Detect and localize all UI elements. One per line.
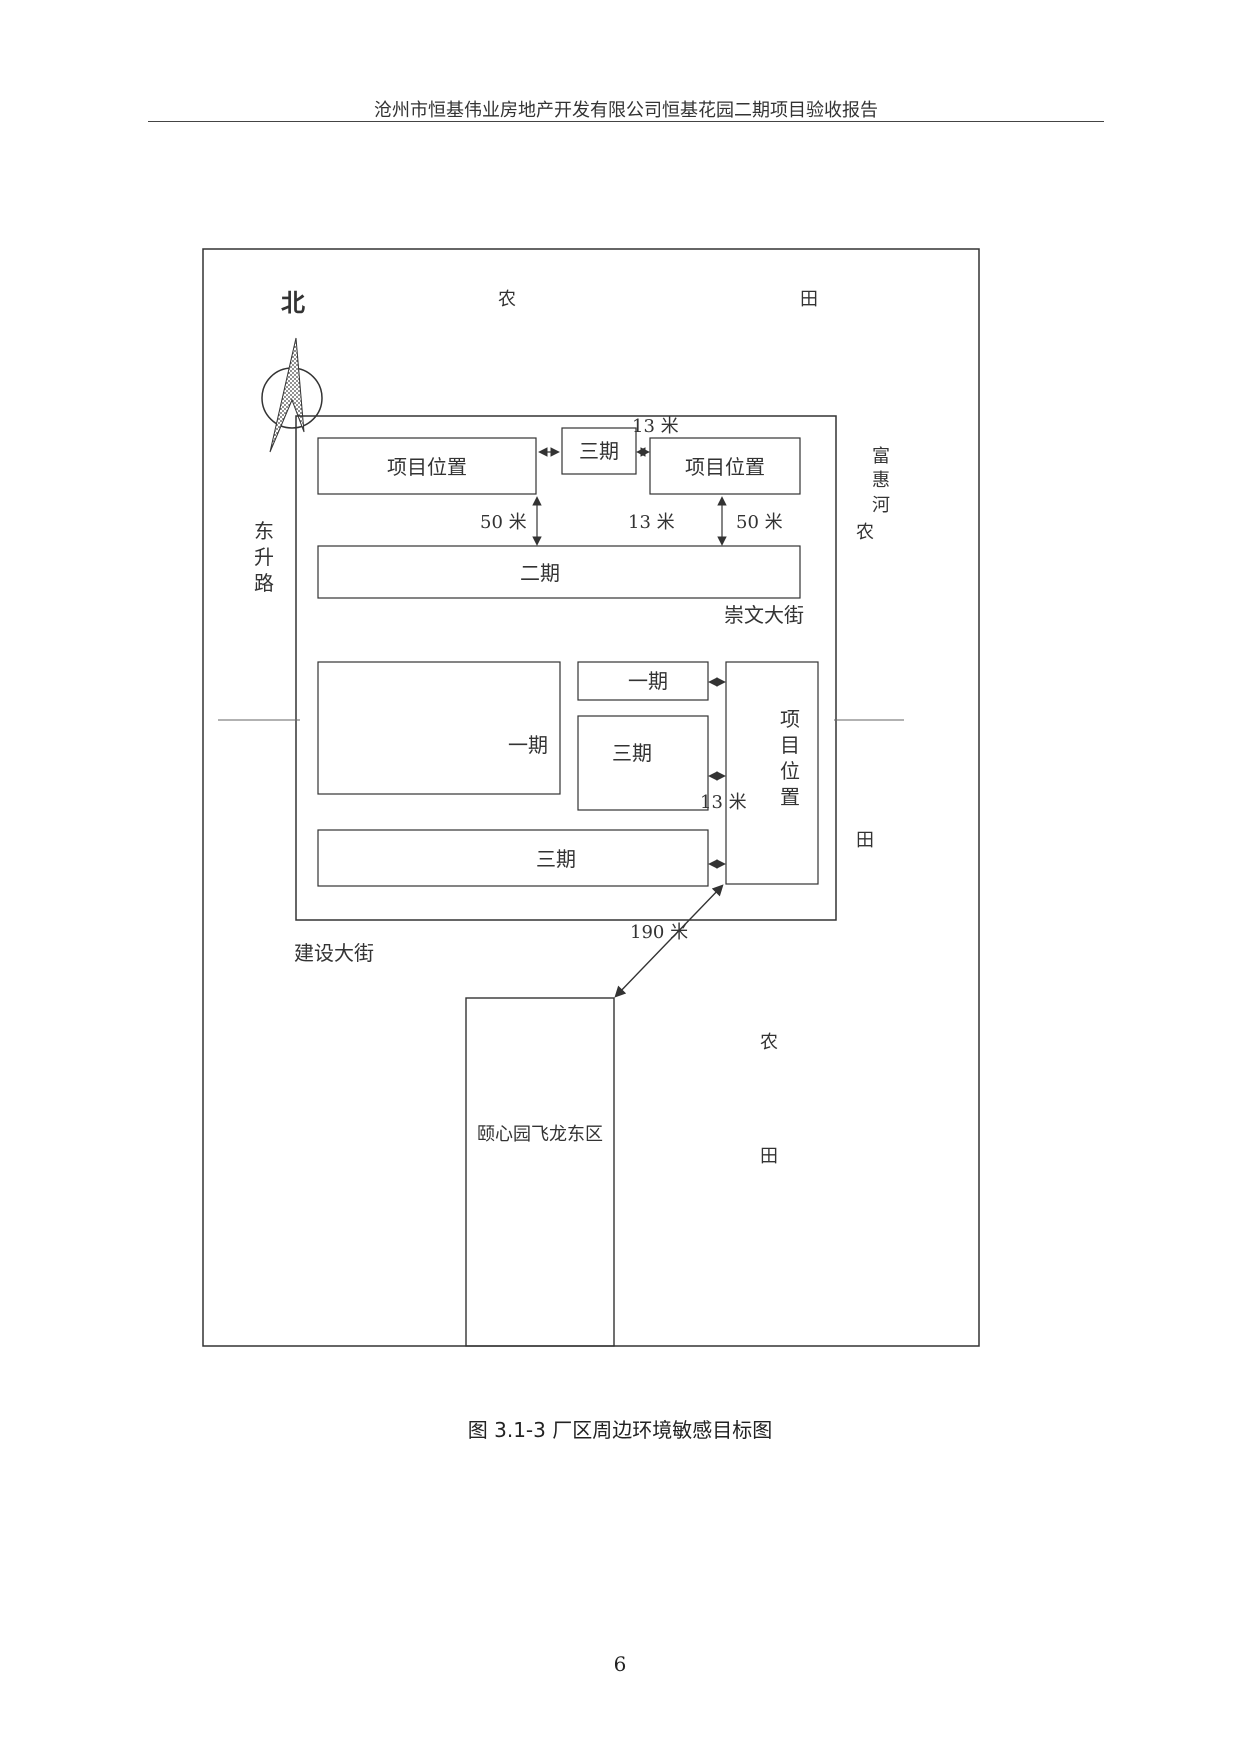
river-label-1: 富 [872, 446, 890, 467]
farmland-bottom-1: 农 [760, 1032, 778, 1053]
street-south-label: 建设大街 [294, 941, 374, 965]
phase3-small-label: 三期 [579, 439, 619, 463]
phase3-mid-label: 三期 [612, 741, 652, 765]
header-rule [148, 121, 1104, 122]
road-west-1: 东 [254, 519, 274, 543]
phase1-small-block [577, 661, 709, 701]
project-location-a [317, 437, 537, 495]
arrow-190 [614, 884, 724, 998]
project-c-char-3: 位 [780, 759, 800, 783]
phase2-band-label: 二期 [520, 561, 560, 585]
north-arrow-icon [261, 337, 323, 453]
project-c-char-4: 置 [780, 785, 800, 809]
site-boundary [295, 415, 837, 921]
project-c-char-2: 目 [780, 733, 800, 757]
project-location-b [649, 437, 801, 495]
farmland-right-label: 田 [856, 830, 874, 851]
residential-block [465, 997, 615, 1347]
road-west-2: 升 [254, 545, 274, 569]
phase3-bottom-band [317, 829, 709, 887]
phase2-band [317, 545, 801, 599]
page-header: 沧州市恒基伟业房地产开发有限公司恒基花园二期项目验收报告 [374, 100, 878, 121]
project-c-char-1: 项 [780, 707, 800, 731]
river-label-3: 河 [872, 495, 890, 516]
distance-190: 190 米 [630, 922, 688, 943]
distance-13-right: 13 米 [700, 792, 747, 813]
phase1-big-label: 一期 [508, 733, 548, 757]
phase1-small-label: 一期 [628, 669, 668, 693]
residential-label: 颐心园飞龙东区 [477, 1124, 603, 1145]
phase3-mid-block [577, 715, 709, 811]
project-location-b-label: 项目位置 [685, 455, 765, 479]
distance-13-mid: 13 米 [628, 512, 675, 533]
farmland-label-top-left: 农 [498, 289, 516, 310]
distance-50-right: 50 米 [736, 512, 783, 533]
farmland-label-top-right: 田 [800, 289, 818, 310]
project-location-c [725, 661, 819, 885]
road-west-3: 路 [254, 571, 274, 595]
river-label-4: 农 [856, 522, 874, 543]
street-middle-label: 崇文大街 [724, 603, 804, 627]
phase3-small-box [561, 427, 637, 475]
river-label-2: 惠 [872, 470, 890, 491]
outer-frame [202, 248, 980, 1347]
figure-caption: 图 3.1-3 厂区周边环境敏感目标图 [467, 1418, 773, 1442]
north-label: 北 [281, 288, 305, 317]
phase1-big-block [317, 661, 561, 795]
distance-13-top: 13 米 [632, 416, 679, 437]
page-number: 6 [613, 1652, 627, 1676]
phase3-bottom-label: 三期 [536, 847, 576, 871]
distance-50-left: 50 米 [480, 512, 527, 533]
farmland-bottom-2: 田 [760, 1146, 778, 1167]
project-location-a-label: 项目位置 [387, 455, 467, 479]
